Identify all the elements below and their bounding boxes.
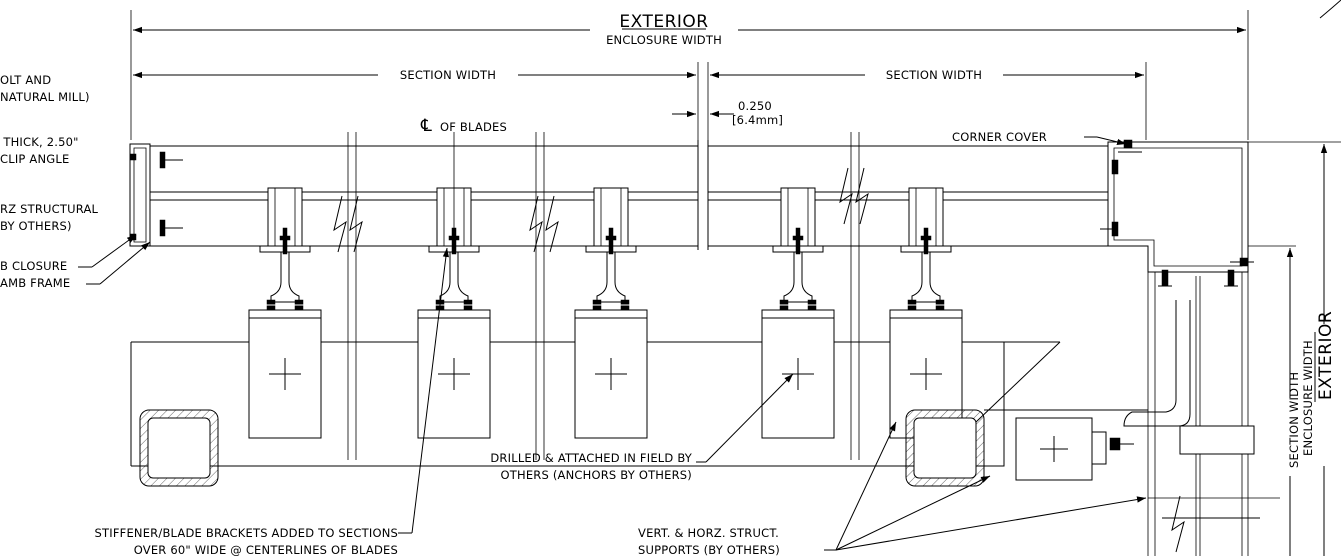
callout-mill-finish: NATURAL MILL) (0, 90, 90, 104)
blade-bracket (761, 187, 835, 439)
supports-callout: VERT. & HORZ. STRUCT. SUPPORTS (BY OTHER… (638, 421, 1147, 556)
section-width-label-right: SECTION WIDTH (886, 68, 982, 82)
drilled-attached-callout: DRILLED & ATTACHED IN FIELD BY OTHERS (A… (490, 373, 794, 482)
section-width-label-left: SECTION WIDTH (400, 68, 496, 82)
supports-label-line1: VERT. & HORZ. STRUCT. (638, 526, 779, 540)
section-width-dimension-right: SECTION WIDTH (710, 62, 1147, 140)
exterior-label-vertical: EXTERIOR (1316, 311, 1336, 400)
gap-dimension: 0.250 [6.4mm] (672, 99, 783, 127)
section-width-label-vertical: SECTION WIDTH (1287, 372, 1301, 468)
drilled-label-line2: OTHERS (ANCHORS BY OTHERS) (501, 468, 692, 482)
enclosure-width-label-vertical: ENCLOSURE WIDTH (1301, 340, 1315, 456)
callout-horz-structural: RZ STRUCTURAL (0, 202, 99, 216)
blade-bracket (248, 187, 322, 439)
gap-value: 0.250 (738, 99, 772, 113)
callout-by-others: BY OTHERS) (0, 219, 72, 233)
gap-metric-value: [6.4mm] (732, 113, 783, 127)
blade-bracket (889, 187, 963, 439)
corner-cover-callout: CORNER COVER (952, 130, 1127, 145)
edge-curve (1319, 0, 1341, 19)
callout-thickness: " THICK, 2.50" (0, 135, 79, 149)
callout-jamb-frame: AMB FRAME (0, 276, 70, 290)
stiffener-callout: STIFFENER/BLADE BRACKETS ADDED TO SECTIO… (95, 247, 450, 556)
stiffener-label-line1: STIFFENER/BLADE BRACKETS ADDED TO SECTIO… (95, 526, 399, 540)
tube-support-right (905, 409, 985, 487)
corner-cover-assembly (984, 139, 1280, 556)
centerline-label: OF BLADES (440, 120, 507, 134)
lower-structural-member (130, 341, 1061, 467)
corner-cover-label: CORNER COVER (952, 130, 1047, 144)
blade-bracket (574, 187, 648, 439)
exterior-label: EXTERIOR (619, 12, 708, 32)
stiffener-label-line2: OVER 60" WIDE @ CENTERLINES OF BLADES (134, 543, 398, 556)
tube-support-left (139, 409, 219, 487)
left-jamb-frame (129, 143, 183, 247)
drilled-label-line1: DRILLED & ATTACHED IN FIELD BY (490, 451, 692, 465)
supports-label-line2: SUPPORTS (BY OTHERS) (638, 543, 780, 556)
centerline-symbol: ℄ (420, 116, 432, 136)
exterior-dimension: EXTERIOR ENCLOSURE WIDTH (130, 10, 1249, 140)
callout-clip-angle: CLIP ANGLE (0, 152, 69, 166)
break-lines (333, 132, 869, 460)
callout-jamb-closure: B CLOSURE (0, 259, 67, 273)
side-dimensions: SECTION WIDTH ENCLOSURE WIDTH EXTERIOR (1248, 141, 1341, 556)
left-callouts: OLT AND NATURAL MILL) " THICK, 2.50" CLI… (0, 73, 151, 290)
enclosure-width-label: ENCLOSURE WIDTH (606, 33, 722, 47)
section-width-dimension-left: SECTION WIDTH (133, 62, 709, 140)
callout-bolt: OLT AND (0, 73, 51, 87)
centerline-of-blades: ℄ OF BLADES (420, 116, 507, 248)
